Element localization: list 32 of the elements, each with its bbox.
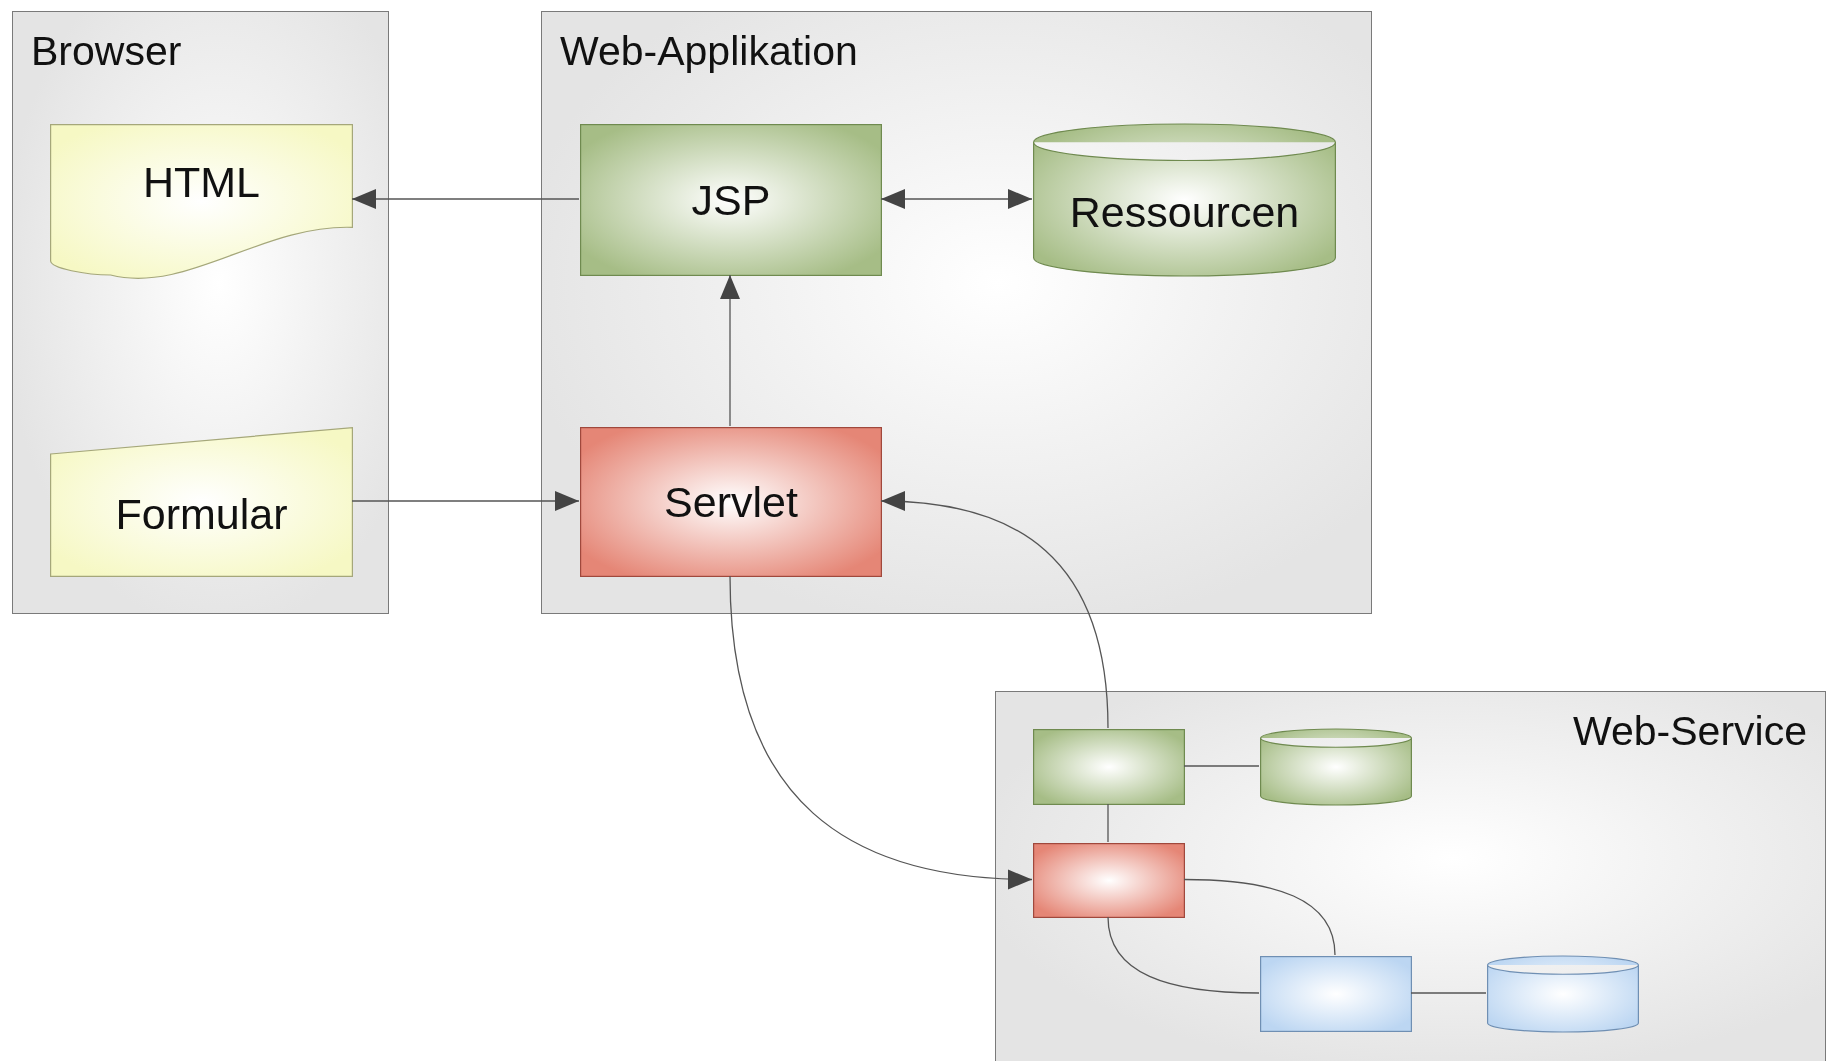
process-box <box>1033 843 1185 918</box>
connector <box>1410 992 1487 994</box>
connector <box>351 189 580 209</box>
database-cylinder <box>1260 729 1412 805</box>
node-label: Ressourcen <box>1069 187 1300 237</box>
panel-title: Web-Applikation <box>560 28 858 75</box>
database-cylinder <box>1487 956 1639 1032</box>
application-panel <box>541 11 1372 614</box>
connector <box>351 491 580 511</box>
browser-panel <box>12 11 389 614</box>
process-box <box>580 427 882 577</box>
process-box <box>1260 956 1412 1032</box>
connector <box>1107 803 1109 843</box>
connector <box>1183 765 1260 767</box>
node-label: Formular <box>115 489 288 539</box>
node-label: HTML <box>142 157 261 207</box>
connector <box>720 274 740 427</box>
connector <box>880 189 1033 209</box>
node-label: Servlet <box>664 477 798 527</box>
process-box <box>580 124 882 276</box>
manual-input-shape <box>50 427 353 577</box>
document-shape <box>50 124 353 276</box>
node-label: JSP <box>691 175 771 225</box>
process-box <box>1033 729 1185 805</box>
service-panel <box>995 691 1826 1061</box>
connector <box>729 575 1033 889</box>
panel-title: Web-Service <box>1573 708 1807 755</box>
connector <box>1107 916 1260 994</box>
panel-title: Browser <box>31 28 182 75</box>
connector <box>880 491 1109 729</box>
connector <box>1183 878 1336 956</box>
database-cylinder <box>1033 124 1336 276</box>
